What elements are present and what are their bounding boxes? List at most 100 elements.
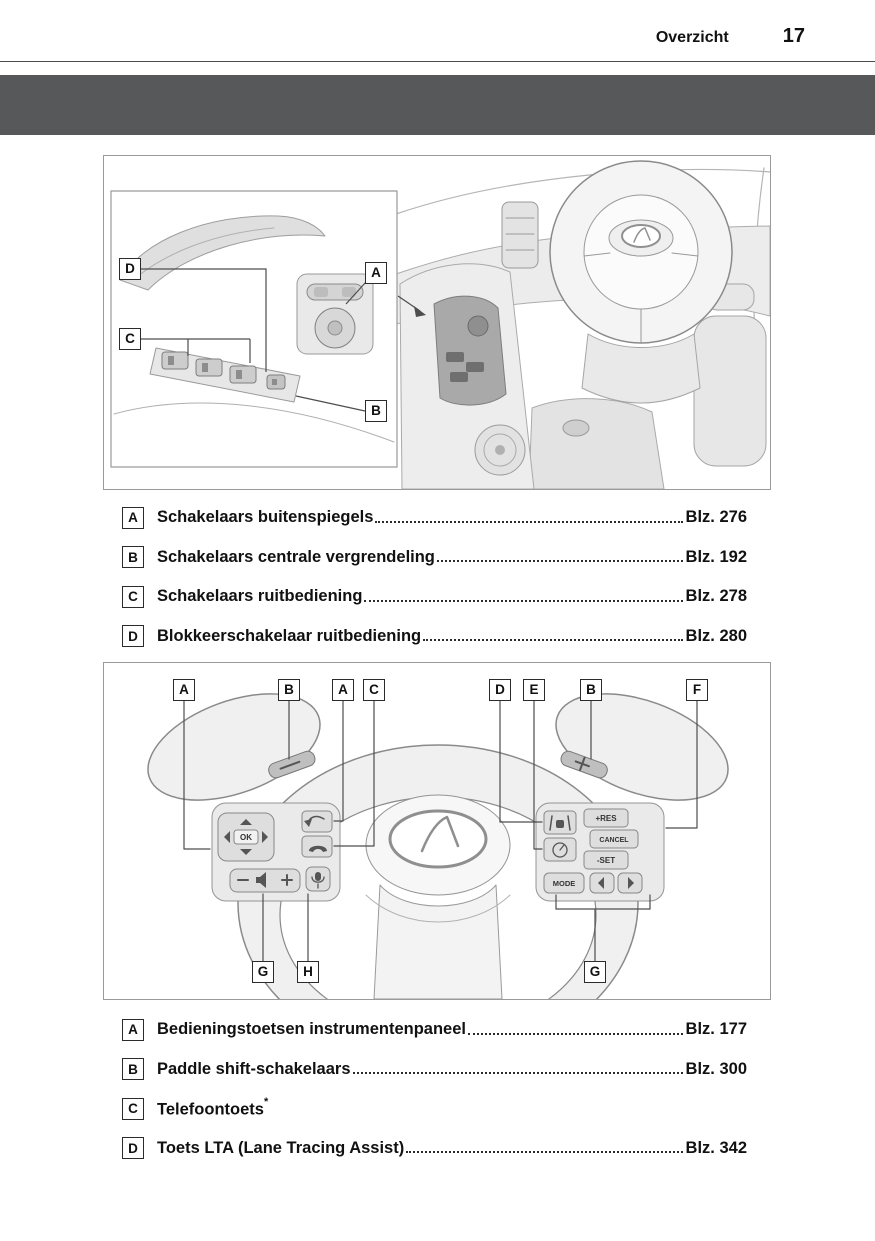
legend-door-controls: A Schakelaars buitenspiegels Blz. 276 B … <box>122 498 747 656</box>
window-switches <box>149 347 301 403</box>
legend-label: Schakelaars centrale vergrendeling <box>157 547 435 566</box>
callout-box: C <box>119 328 141 350</box>
pointer-arrow-icon <box>414 306 426 317</box>
legend-item: D Toets LTA (Lane Tracing Assist) Blz. 3… <box>122 1129 747 1169</box>
dot-leader <box>406 1151 683 1154</box>
legend-label: Bedieningstoetsen instrumentenpaneel <box>157 1020 466 1039</box>
phone-button <box>301 835 333 858</box>
legend-label: Schakelaars buitenspiegels <box>157 508 374 527</box>
legend-key: C <box>122 1097 144 1120</box>
legend-key: B <box>122 546 144 569</box>
dot-leader <box>364 599 683 602</box>
dot-leader <box>375 520 683 523</box>
callout-box: E <box>523 679 545 701</box>
legend-page-ref: Blz. 177 <box>685 1020 747 1039</box>
steering-wheel-illustration: OK <box>147 693 729 999</box>
callout-box: F <box>686 679 708 701</box>
page-header: Overzicht 17 <box>0 0 875 62</box>
legend-label: Paddle shift-schakelaars <box>157 1059 351 1078</box>
seek-buttons <box>589 872 643 894</box>
legend-page-ref: Blz. 192 <box>685 547 747 566</box>
legend-key: B <box>122 1058 144 1081</box>
door-controls-illustration <box>110 160 770 489</box>
mirror-control <box>296 273 374 355</box>
legend-item: B Paddle shift-schakelaars Blz. 300 <box>122 1050 747 1090</box>
legend-key: D <box>122 1137 144 1160</box>
section-title: Overzicht <box>655 29 729 46</box>
legend-key: A <box>122 506 144 529</box>
meter-control-pad: OK <box>217 812 275 862</box>
callout-box: D <box>489 679 511 701</box>
display-button <box>543 837 577 862</box>
callout-box: A <box>365 262 387 284</box>
right-button-cluster: +RES CANCEL -SET MODE <box>535 802 665 902</box>
cancel-button-label: CANCEL <box>599 837 629 844</box>
chapter-banner <box>0 75 875 135</box>
ok-button-label: OK <box>240 833 252 842</box>
res-button-label: +RES <box>595 814 617 823</box>
footnote-marker: * <box>263 1095 269 1108</box>
callout-box: B <box>278 679 300 701</box>
wheel-hub <box>365 794 511 999</box>
figure-door-controls: D A C B <box>103 155 771 490</box>
callout-box: D <box>119 258 141 280</box>
set-button-label: -SET <box>597 856 615 865</box>
legend-key: C <box>122 585 144 608</box>
legend-label: Telefoontoets* <box>157 1095 269 1120</box>
mode-button-label: MODE <box>553 879 576 888</box>
legend-item: A Schakelaars buitenspiegels Blz. 276 <box>122 498 747 538</box>
lexus-logo-icon <box>388 809 488 869</box>
legend-item: C Telefoontoets* <box>122 1089 747 1129</box>
legend-label-text: Telefoontoets <box>157 1100 264 1118</box>
callout-box: A <box>332 679 354 701</box>
legend-item: D Blokkeerschakelaar ruitbediening Blz. … <box>122 617 747 657</box>
dot-leader <box>423 639 683 642</box>
legend-key: A <box>122 1018 144 1041</box>
legend-item: C Schakelaars ruitbediening Blz. 278 <box>122 577 747 617</box>
dot-leader <box>352 1072 683 1075</box>
legend-page-ref: Blz. 276 <box>685 508 747 527</box>
legend-label: Blokkeerschakelaar ruitbediening <box>157 626 422 645</box>
legend-page-ref: Blz. 278 <box>685 587 747 606</box>
legend-label: Schakelaars ruitbediening <box>157 587 363 606</box>
figure-steering-wheel: OK <box>103 662 771 1000</box>
cruise-res-button: +RES <box>583 808 629 828</box>
callout-lines <box>141 268 426 412</box>
legend-item: B Schakelaars centrale vergrendeling Blz… <box>122 538 747 578</box>
right-paddle-shifter <box>560 750 608 779</box>
dot-leader <box>436 560 683 563</box>
talk-button <box>305 866 331 892</box>
door-pull-handle <box>119 215 326 291</box>
steering-wheel-small <box>549 160 733 404</box>
door-speaker <box>474 424 526 476</box>
driver-seat <box>693 283 767 467</box>
callout-box: G <box>252 961 274 983</box>
lexus-logo-icon <box>621 224 661 248</box>
legend-item: A Bedieningstoetsen instrumentenpaneel B… <box>122 1010 747 1050</box>
callout-box: A <box>173 679 195 701</box>
legend-page-ref: Blz. 342 <box>685 1138 747 1157</box>
center-console <box>528 398 665 489</box>
left-button-cluster: OK <box>211 802 341 902</box>
callout-box: B <box>365 400 387 422</box>
door-switch-bezel <box>433 295 507 406</box>
legend-label: Toets LTA (Lane Tracing Assist) <box>157 1138 405 1157</box>
cabin-view <box>395 160 770 489</box>
legend-steering-wheel: A Bedieningstoetsen instrumentenpaneel B… <box>122 1010 747 1168</box>
cruise-set-button: -SET <box>583 850 629 870</box>
legend-page-ref: Blz. 280 <box>685 626 747 645</box>
door-inset-view <box>110 190 398 468</box>
volume-buttons <box>229 868 301 893</box>
dot-leader <box>467 1032 683 1035</box>
dash-vent <box>501 201 539 269</box>
cruise-cancel-button: CANCEL <box>589 829 639 849</box>
callout-box: B <box>580 679 602 701</box>
callout-box: C <box>363 679 385 701</box>
back-button <box>301 810 333 833</box>
legend-key: D <box>122 625 144 648</box>
callout-lines <box>183 700 698 962</box>
page-number: 17 <box>782 25 805 47</box>
callout-box: G <box>584 961 606 983</box>
mode-button: MODE <box>543 872 585 894</box>
lta-button <box>543 810 577 835</box>
